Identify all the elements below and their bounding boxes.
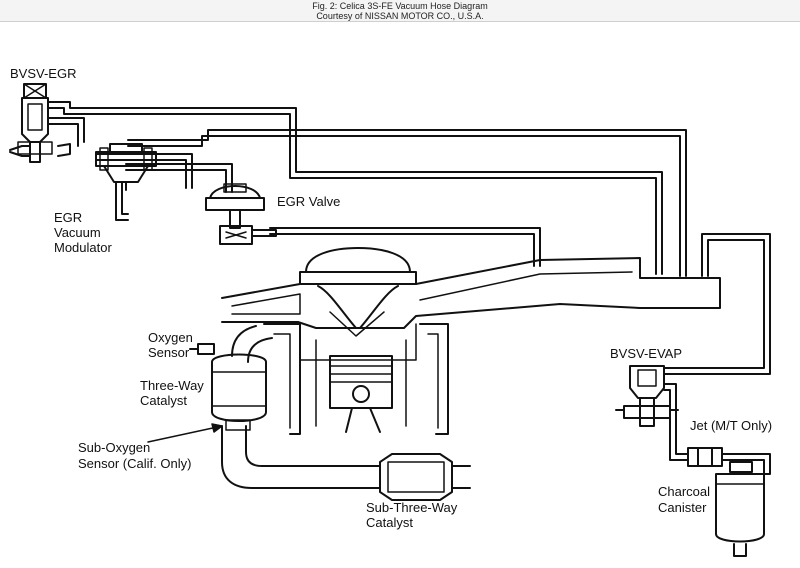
charcoal-canister bbox=[715, 461, 765, 557]
figure-courtesy: Courtesy of NISSAN MOTOR CO., U.S.A. bbox=[316, 11, 484, 21]
bvsv-egr-valve bbox=[9, 83, 71, 163]
label-oxygen-sensor-1: Oxygen bbox=[148, 330, 193, 345]
label-three-way-catalyst-1: Three-Way bbox=[140, 378, 204, 393]
figure-header: Fig. 2: Celica 3S-FE Vacuum Hose Diagram… bbox=[0, 0, 800, 22]
label-bvsv-egr: BVSV-EGR bbox=[10, 66, 76, 81]
exhaust-system bbox=[189, 325, 471, 501]
label-egr-modulator-2: Vacuum bbox=[54, 225, 101, 240]
label-three-way-catalyst-2: Catalyst bbox=[140, 393, 187, 408]
label-egr-valve: EGR Valve bbox=[277, 194, 340, 209]
diagram-frame: BVSV-EGR EGR Valve EGR Vacuum Modulator … bbox=[0, 22, 800, 568]
label-bvsv-evap: BVSV-EVAP bbox=[610, 346, 682, 361]
sub-oxygen-leader bbox=[147, 423, 223, 443]
egr-vacuum-modulator bbox=[95, 143, 157, 191]
vacuum-hoses bbox=[47, 101, 771, 375]
label-oxygen-sensor-2: Sensor bbox=[148, 345, 190, 360]
label-jet: Jet (M/T Only) bbox=[690, 418, 772, 433]
label-sub-three-way-catalyst-2: Catalyst bbox=[366, 515, 413, 530]
engine-block bbox=[221, 247, 721, 435]
label-egr-modulator-1: EGR bbox=[54, 210, 82, 225]
figure-title: Fig. 2: Celica 3S-FE Vacuum Hose Diagram bbox=[312, 1, 488, 11]
vacuum-hose-diagram: BVSV-EGR EGR Valve EGR Vacuum Modulator … bbox=[9, 66, 772, 557]
label-sub-three-way-catalyst-1: Sub-Three-Way bbox=[366, 500, 458, 515]
label-charcoal-canister-1: Charcoal bbox=[658, 484, 710, 499]
label-egr-modulator-3: Modulator bbox=[54, 240, 112, 255]
label-sub-oxygen-sensor-2: Sensor (Calif. Only) bbox=[78, 456, 191, 471]
egr-valve bbox=[205, 183, 277, 245]
label-charcoal-canister-2: Canister bbox=[658, 500, 707, 515]
jet-restrictor bbox=[687, 447, 723, 467]
label-sub-oxygen-sensor-1: Sub-Oxygen bbox=[78, 440, 150, 455]
